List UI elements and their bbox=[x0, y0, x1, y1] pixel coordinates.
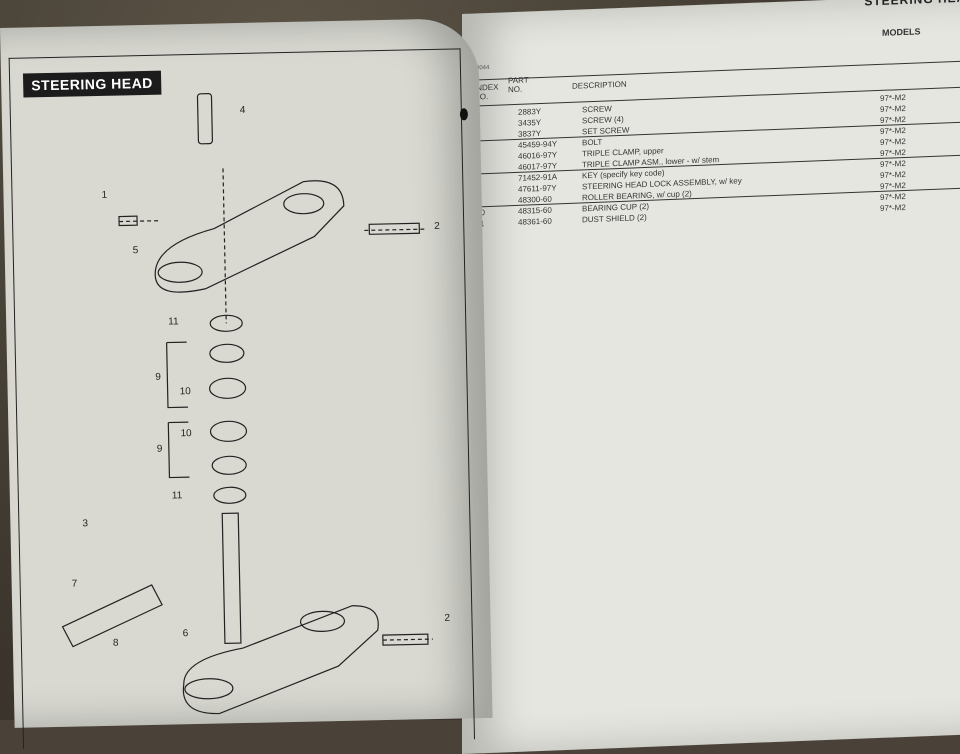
lower-clamp-part bbox=[182, 605, 379, 715]
part-header: PART NO. bbox=[508, 75, 529, 95]
cell-part: 46016-97Y bbox=[518, 150, 558, 161]
exploded-diagram: 1 2 2 3 4 5 6 7 8 9 9 10 10 11 11 bbox=[61, 93, 451, 715]
callout-label: 5 bbox=[133, 245, 139, 256]
cell-part: 48315-60 bbox=[518, 205, 552, 216]
lock-assembly-part bbox=[61, 584, 163, 648]
callout-label: 8 bbox=[113, 638, 119, 649]
callout-label: 11 bbox=[168, 316, 179, 327]
cell-part: 47611-97Y bbox=[518, 183, 557, 194]
cell-description: SCREW (4) bbox=[582, 114, 624, 126]
cell-description: DUST SHIELD (2) bbox=[582, 212, 647, 225]
callout-label: 2 bbox=[444, 613, 450, 624]
callout-label: 10 bbox=[180, 386, 192, 397]
table-rule bbox=[472, 60, 960, 81]
cell-description: KEY (specify key code) bbox=[582, 168, 665, 181]
callout-label: 4 bbox=[240, 105, 246, 116]
callout-label: 1 bbox=[101, 190, 107, 201]
cell-models: 97*-M2 bbox=[880, 169, 906, 180]
cell-models: 97*-M2 bbox=[880, 92, 906, 103]
page-header: STEERING HEAD bbox=[864, 0, 960, 9]
cell-description: TRIPLE CLAMP, upper bbox=[582, 146, 664, 159]
cell-description: BOLT bbox=[582, 137, 603, 148]
cell-models: 97*-M2 bbox=[880, 136, 906, 147]
cell-models: 97*-M2 bbox=[880, 158, 906, 169]
cell-part: 71452-91A bbox=[518, 172, 558, 183]
callout-label: 2 bbox=[434, 221, 440, 232]
callout-label: 9 bbox=[157, 444, 163, 455]
cell-models: 97*-M2 bbox=[880, 191, 906, 202]
stem-part bbox=[221, 512, 242, 645]
binder-hole bbox=[459, 108, 469, 121]
callout-label: 9 bbox=[155, 372, 161, 383]
cell-models: 97*-M2 bbox=[880, 202, 906, 213]
cell-part: 3435Y bbox=[518, 117, 542, 128]
cell-models: 97*-M2 bbox=[880, 125, 906, 136]
callout-label: 6 bbox=[183, 628, 189, 639]
cell-models: 97*-M2 bbox=[880, 103, 906, 114]
callout-label: 10 bbox=[180, 428, 192, 439]
upper-clamp-part bbox=[154, 180, 345, 293]
cell-description: BEARING CUP (2) bbox=[582, 201, 649, 214]
cell-part: 2883Y bbox=[518, 106, 542, 117]
models-header: MODELS bbox=[882, 26, 921, 38]
cell-part: 45459-94Y bbox=[518, 139, 558, 150]
description-header: DESCRIPTION bbox=[572, 79, 627, 91]
callout-label: 11 bbox=[172, 490, 183, 501]
callout-label: 3 bbox=[82, 518, 88, 529]
cell-description: SCREW bbox=[582, 104, 612, 115]
cell-part: 48361-60 bbox=[518, 216, 552, 227]
callout-label: 7 bbox=[72, 578, 78, 589]
right-page: STEERING HEAD MODELS 0044 INDEX NO. PART… bbox=[462, 0, 960, 754]
bolt-part bbox=[196, 93, 214, 145]
